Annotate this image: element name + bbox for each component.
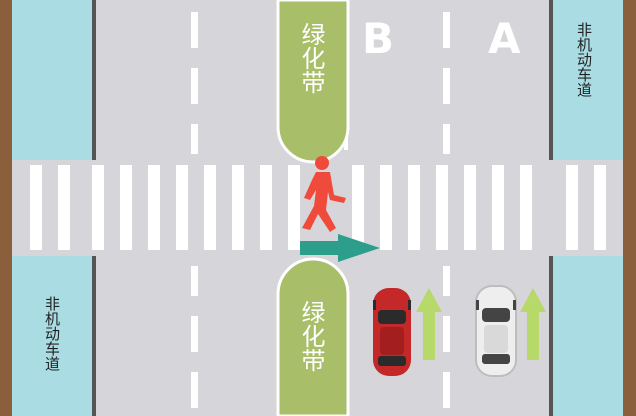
right-brown-edge	[623, 0, 636, 416]
lane-a-label: A	[488, 14, 521, 63]
lane-b-label: B	[362, 14, 394, 63]
left-bike-lane-label: 非机动车道	[42, 296, 62, 371]
median-top-label: 绿化带	[296, 22, 326, 94]
left-brown-edge	[0, 0, 12, 416]
median-bottom-label: 绿化带	[296, 300, 326, 372]
red-car-icon	[373, 288, 411, 376]
right-road-edge-bottom	[549, 256, 553, 416]
white-car-icon	[476, 286, 516, 376]
right-bike-lane-label: 非机动车道	[574, 22, 594, 97]
left-road-edge-bottom	[92, 256, 96, 416]
right-road-edge-top	[549, 0, 553, 160]
left-road-edge-top	[92, 0, 96, 160]
